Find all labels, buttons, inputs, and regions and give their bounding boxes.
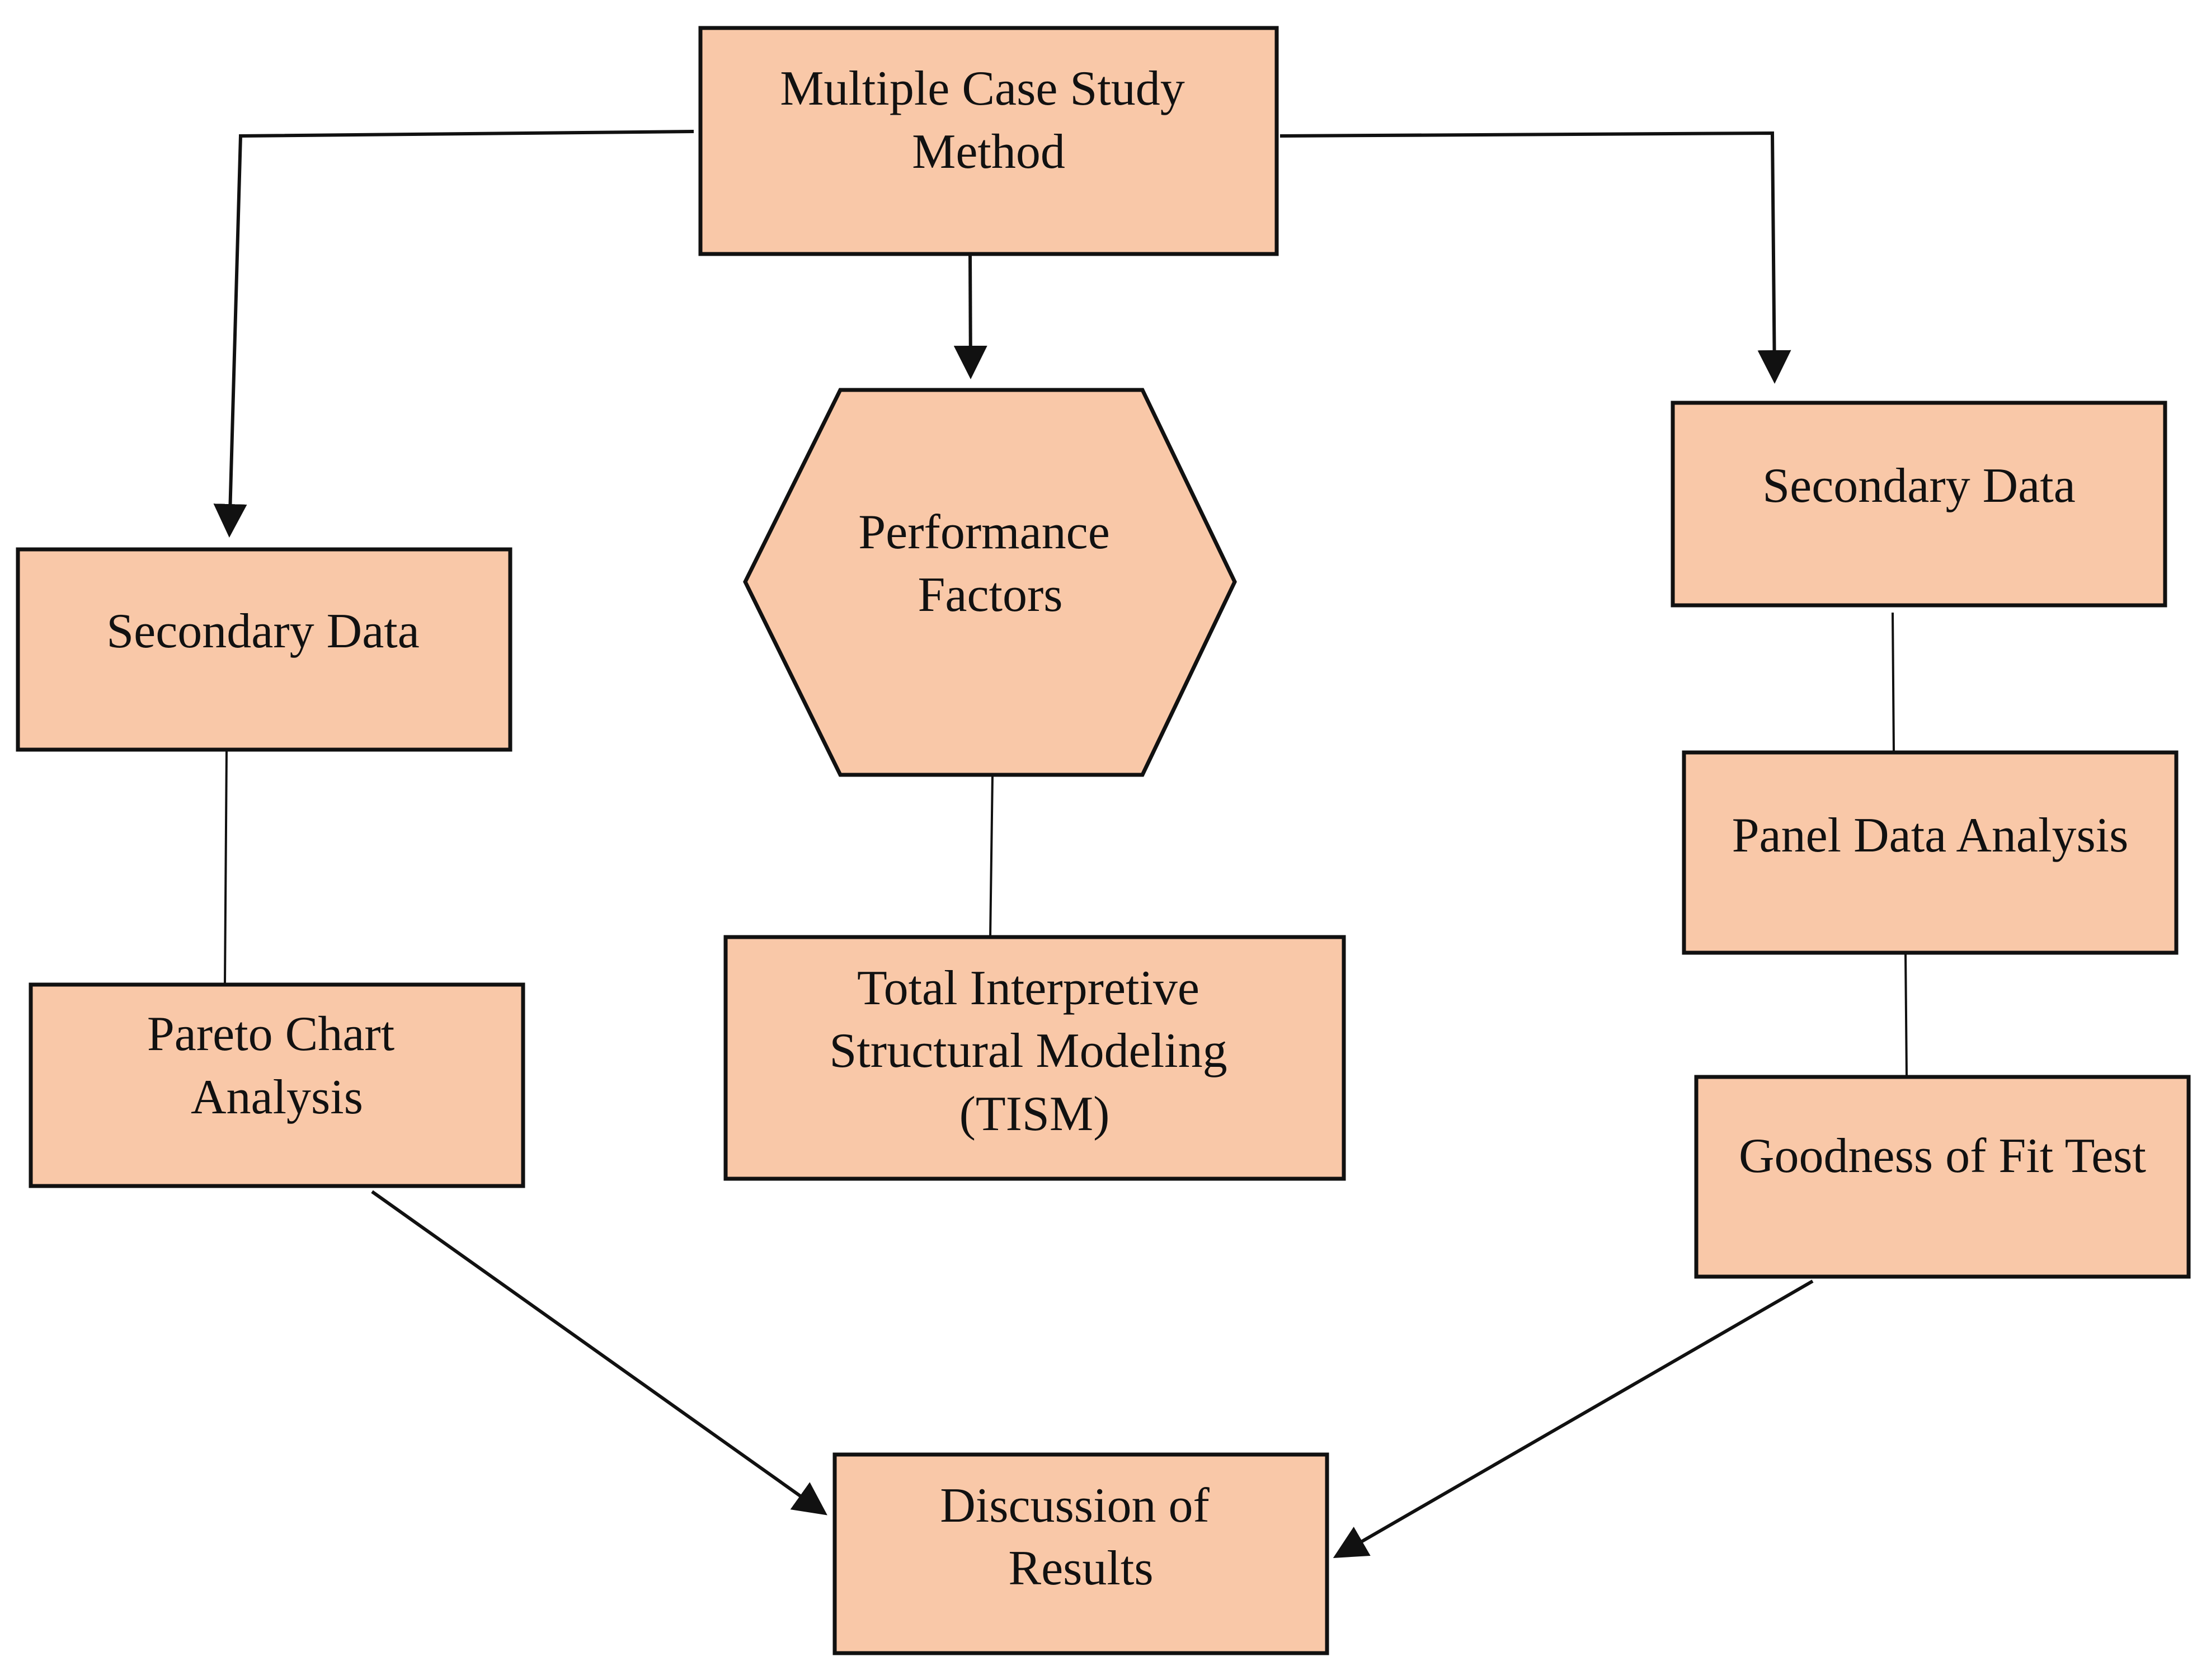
edge-pareto-to-discussion xyxy=(371,1190,827,1516)
node-shape xyxy=(16,547,512,752)
node-label-line: Secondary Data xyxy=(106,604,420,658)
node-label-line: Secondary Data xyxy=(1762,459,2076,513)
node-label-line: Panel Data Analysis xyxy=(1732,808,2129,863)
edge-panel-to-goodness xyxy=(1904,953,1908,1077)
node-secondary-data-right: Secondary Data xyxy=(1671,401,2167,608)
svg-text:Discussion of Results: Discussion of Results xyxy=(940,1479,1222,1596)
node-shape xyxy=(743,388,1237,777)
svg-text:Panel Data Analysis: Panel Data Analysis xyxy=(1732,808,2129,863)
svg-text:Pareto Chart Analysis: Pareto Chart Analysis xyxy=(147,1007,407,1124)
node-panel-data: Panel Data Analysis xyxy=(1682,750,2179,955)
node-tism: Total Interpretive Structural Modeling (… xyxy=(723,935,1346,1181)
node-label-line: Total Interpretive xyxy=(857,961,1199,1015)
node-label-line: Structural Modeling xyxy=(829,1024,1227,1078)
node-performance-factors: Performance Factors xyxy=(743,388,1237,777)
svg-text:Performance Factors: Performance Factors xyxy=(858,505,1122,622)
node-shape xyxy=(832,1452,1329,1655)
svg-text:Goodness of Fit Test: Goodness of Fit Test xyxy=(1739,1129,2146,1183)
edge-method-to-secondary-right xyxy=(1279,131,1791,384)
node-label-line: Pareto Chart xyxy=(147,1007,394,1061)
node-shape xyxy=(29,982,525,1188)
edge-method-to-secondary-left xyxy=(213,130,694,538)
node-label-line: Discussion of xyxy=(940,1479,1210,1533)
node-discussion-of-results: Discussion of Results xyxy=(832,1452,1329,1655)
node-goodness-of-fit: Goodness of Fit Test xyxy=(1694,1075,2191,1279)
svg-text:Multiple Case Study Meth: Multiple Case Study Method xyxy=(780,62,1197,179)
svg-text:Total Interpretive Struc: Total Interpretive Structural Modeling (… xyxy=(829,961,1239,1141)
node-label-line: Factors xyxy=(918,568,1062,622)
svg-text:Secondary Data: Secondary Data xyxy=(106,604,420,658)
edges xyxy=(213,130,1908,1559)
node-shape xyxy=(1671,401,2167,608)
node-label-line: Results xyxy=(1008,1541,1153,1596)
node-label-line: Method xyxy=(912,125,1065,179)
node-label-line: Goodness of Fit Test xyxy=(1739,1129,2146,1183)
node-shape xyxy=(723,935,1346,1181)
node-shape xyxy=(698,26,1279,256)
edge-performance-to-tism xyxy=(989,774,994,938)
node-multiple-case-study: Multiple Case Study Method xyxy=(698,26,1279,256)
edge-secondary-right-to-panel xyxy=(1892,612,1895,753)
edge-goodness-to-discussion xyxy=(1333,1279,1814,1559)
node-label-line: Multiple Case Study xyxy=(780,62,1185,116)
node-label-line: (TISM) xyxy=(959,1087,1110,1141)
node-shape xyxy=(1682,750,2179,955)
node-pareto-chart: Pareto Chart Analysis xyxy=(29,982,525,1188)
svg-text:Secondary Data: Secondary Data xyxy=(1762,459,2076,513)
node-label-line: Performance xyxy=(858,505,1110,559)
edge-secondary-left-to-pareto xyxy=(224,749,228,984)
edge-method-to-performance xyxy=(953,254,987,379)
node-shape xyxy=(1694,1075,2191,1279)
node-label-line: Analysis xyxy=(191,1070,363,1124)
node-secondary-data-left: Secondary Data xyxy=(16,547,512,752)
